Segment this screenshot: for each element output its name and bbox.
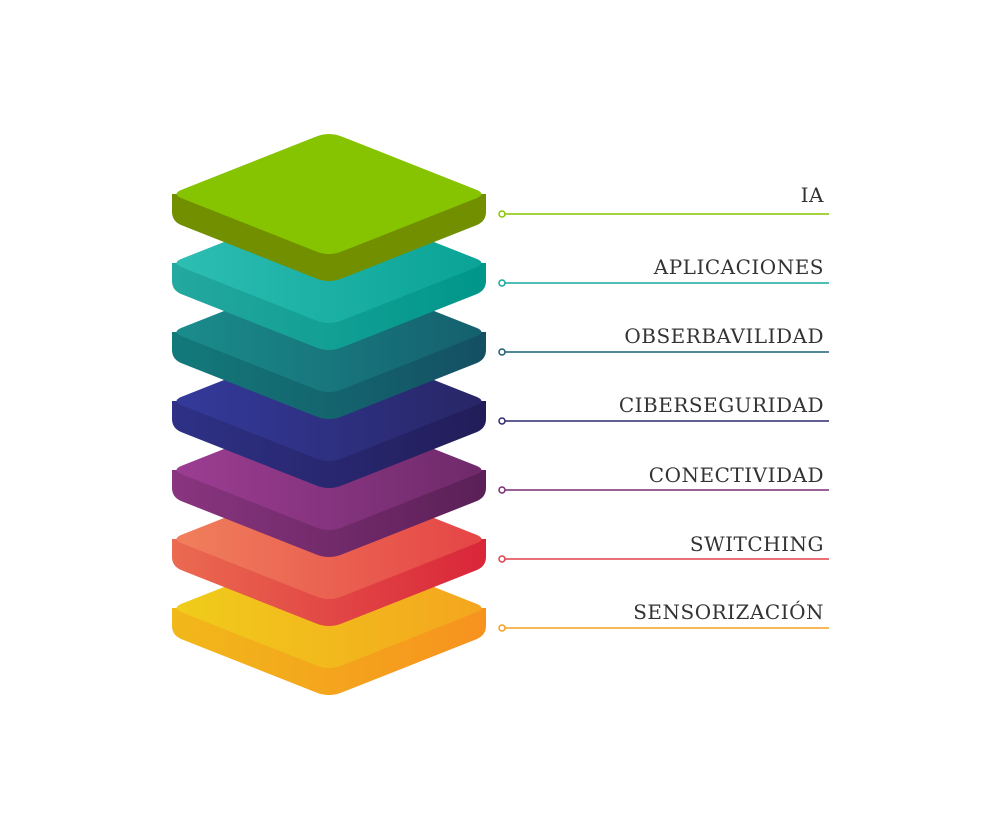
leader-dot: [498, 555, 506, 563]
label-row-switching: SWITCHING: [498, 532, 829, 563]
layer-label-ciberseguridad: CIBERSEGURIDAD: [619, 393, 824, 417]
leader-dot: [498, 486, 506, 494]
label-row-ia: IA: [498, 183, 829, 218]
slab-top: [176, 134, 482, 254]
layer-label-observabilidad: OBSERBAVILIDAD: [624, 324, 824, 348]
label-row-aplicaciones: APLICACIONES: [498, 255, 829, 287]
layer-labels: IA APLICACIONES OBSERBAVILIDAD CIBERSEGU…: [498, 183, 829, 632]
label-row-ciberseguridad: CIBERSEGURIDAD: [498, 393, 829, 425]
leader-dot: [498, 210, 506, 218]
layer-label-ia: IA: [801, 183, 824, 207]
label-row-observabilidad: OBSERBAVILIDAD: [498, 324, 829, 356]
slab-ia: [172, 134, 486, 281]
leader-dot: [498, 417, 506, 425]
layer-label-aplicaciones: APLICACIONES: [653, 255, 824, 279]
layer-label-conectividad: CONECTIVIDAD: [649, 463, 824, 487]
leader-dot: [498, 624, 506, 632]
layer-slabs: [172, 134, 486, 695]
label-row-conectividad: CONECTIVIDAD: [498, 463, 829, 494]
layer-label-sensorizacion: SENSORIZACIÓN: [633, 599, 824, 624]
leader-dot: [498, 279, 506, 287]
label-row-sensorizacion: SENSORIZACIÓN: [498, 599, 829, 632]
leader-dot: [498, 348, 506, 356]
layer-label-switching: SWITCHING: [690, 532, 824, 556]
